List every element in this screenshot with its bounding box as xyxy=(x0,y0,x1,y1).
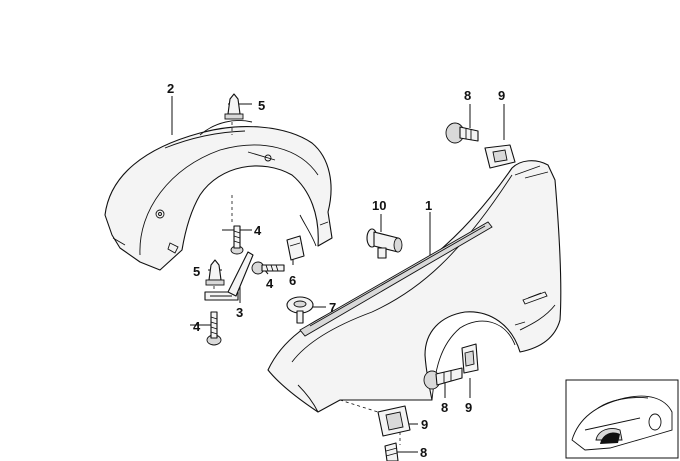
callout-9-a: 9 xyxy=(498,88,505,103)
clip-bracket[interactable] xyxy=(286,235,305,261)
callout-labels: 1 2 3 4 4 4 5 5 6 7 8 8 8 9 9 9 10 xyxy=(167,81,505,460)
front-fender[interactable] xyxy=(267,160,562,413)
expansion-rivet-lower[interactable] xyxy=(205,259,225,286)
mounting-bracket[interactable] xyxy=(204,251,254,301)
callout-8-b: 8 xyxy=(441,400,448,415)
callout-5-b: 5 xyxy=(193,264,200,279)
clip-nut-lower[interactable] xyxy=(461,343,479,374)
callout-10: 10 xyxy=(372,198,386,213)
hex-bolt-bottom[interactable] xyxy=(384,442,399,461)
hex-bolt-top[interactable] xyxy=(445,122,479,144)
hex-bolt-lower[interactable] xyxy=(423,367,463,390)
callout-2: 2 xyxy=(167,81,174,96)
callout-6: 6 xyxy=(289,273,296,288)
clip-nut-top[interactable] xyxy=(484,144,516,169)
callout-8-a: 8 xyxy=(464,88,471,103)
callout-3: 3 xyxy=(236,305,243,320)
clip-nut-bottom[interactable] xyxy=(377,405,411,437)
callout-4-c: 4 xyxy=(193,319,201,334)
callout-9-b: 9 xyxy=(465,400,472,415)
callout-7: 7 xyxy=(329,300,336,315)
callout-4-b: 4 xyxy=(266,276,274,291)
expansion-rivet-top[interactable] xyxy=(224,93,244,120)
screw-horizontal[interactable] xyxy=(251,261,285,275)
push-rivet[interactable] xyxy=(366,228,403,259)
wheel-arch-liner[interactable] xyxy=(104,120,333,271)
callout-8-c: 8 xyxy=(420,445,427,460)
car-location-thumbnail-icon xyxy=(565,379,679,459)
callout-5-a: 5 xyxy=(258,98,265,113)
callout-4-a: 4 xyxy=(254,223,262,238)
callout-1: 1 xyxy=(425,198,432,213)
grommet[interactable] xyxy=(286,296,314,324)
callout-9-c: 9 xyxy=(421,417,428,432)
screw-lower[interactable] xyxy=(206,311,222,346)
screw-liner[interactable] xyxy=(230,225,244,255)
